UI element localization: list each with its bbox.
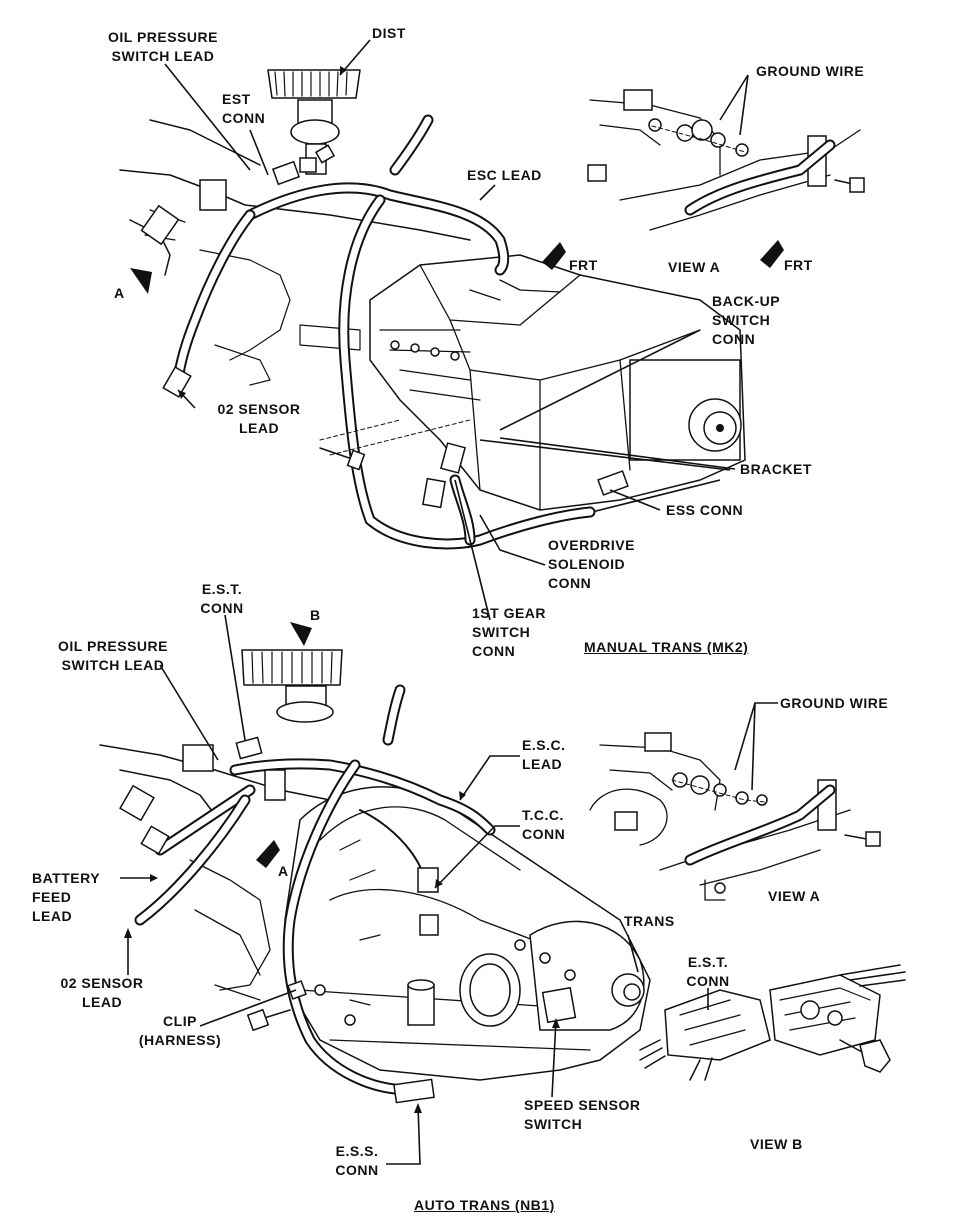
- manual-view-a-title: VIEW A: [668, 259, 721, 275]
- speed-sensor-switch-label: SPEED SENSOR SWITCH: [524, 1097, 641, 1132]
- auto-view-a-illustration: [589, 702, 881, 901]
- tcc-conn-label: T.C.C. CONN: [522, 807, 566, 842]
- clip-harness-label: CLIP (HARNESS): [138, 1013, 222, 1048]
- manual-trans-illustration: [119, 69, 746, 550]
- frt-arrow-icon: [542, 242, 566, 270]
- view-b-arrow-label: B: [310, 607, 321, 623]
- manual-transmission: [299, 254, 746, 511]
- auto-ground-wire-label: GROUND WIRE: [780, 695, 889, 711]
- o2-sensor-lead-label: 02 SENSOR LEAD: [217, 401, 301, 436]
- manual-trans-caption: MANUAL TRANS (MK2): [584, 639, 749, 655]
- auto-distributor: [241, 649, 343, 723]
- bracket-label: BRACKET: [740, 461, 812, 477]
- ess-conn-auto-label: E.S.S. CONN: [335, 1143, 379, 1178]
- manual-harness: [172, 114, 596, 550]
- auto-harness: [134, 684, 496, 1096]
- backup-switch-conn-label: BACK-UP SWITCH CONN: [712, 293, 781, 347]
- ess-conn-label: ESS CONN: [666, 502, 744, 518]
- auto-leader-lines: [120, 614, 639, 1165]
- view-a-arrow-icon: [130, 268, 152, 294]
- view-a-arrow-label: A: [114, 285, 125, 301]
- manual-leader-lines: [164, 39, 736, 621]
- trans-label: TRANS: [624, 913, 675, 929]
- manual-ground-wire-label: GROUND WIRE: [756, 63, 865, 79]
- auto-view-a-title: VIEW A: [768, 888, 821, 904]
- frt-label: FRT: [569, 257, 598, 273]
- auto-oil-pressure-switch-lead-label: OIL PRESSURE SWITCH LEAD: [58, 638, 168, 673]
- est-conn-label: EST CONN: [222, 91, 266, 126]
- dist-label: DIST: [372, 25, 406, 41]
- auto-trans-caption: AUTO TRANS (NB1): [414, 1197, 555, 1213]
- manual-view-a-frt-label: FRT: [784, 257, 813, 273]
- auto-o2-sensor-lead-label: 02 SENSOR LEAD: [60, 975, 144, 1010]
- overdrive-solenoid-conn-label: OVERDRIVE SOLENOID CONN: [548, 537, 635, 591]
- auto-est-conn-label: E.S.T. CONN: [200, 581, 244, 616]
- auto-view-a-arrow-icon: [256, 840, 280, 868]
- esc-lead-auto-label: E.S.C. LEAD: [522, 737, 566, 772]
- auto-view-b-illustration: [639, 964, 906, 1081]
- view-b-est-conn-label: E.S.T. CONN: [686, 954, 730, 989]
- oil-pressure-switch-lead-label: OIL PRESSURE SWITCH LEAD: [108, 29, 218, 64]
- esc-lead-label: ESC LEAD: [467, 167, 542, 183]
- battery-feed-lead-label: BATTERY FEED LEAD: [32, 870, 101, 924]
- auto-view-a-arrow-label: A: [278, 863, 289, 879]
- first-gear-switch-conn-label: 1ST GEAR SWITCH CONN: [472, 605, 547, 659]
- manual-view-a-illustration: [587, 74, 865, 268]
- auto-trans-illustration: [99, 622, 651, 1104]
- view-b-title: VIEW B: [750, 1136, 803, 1152]
- auto-transmission: [284, 786, 651, 1081]
- view-b-arrow-icon: [290, 622, 312, 646]
